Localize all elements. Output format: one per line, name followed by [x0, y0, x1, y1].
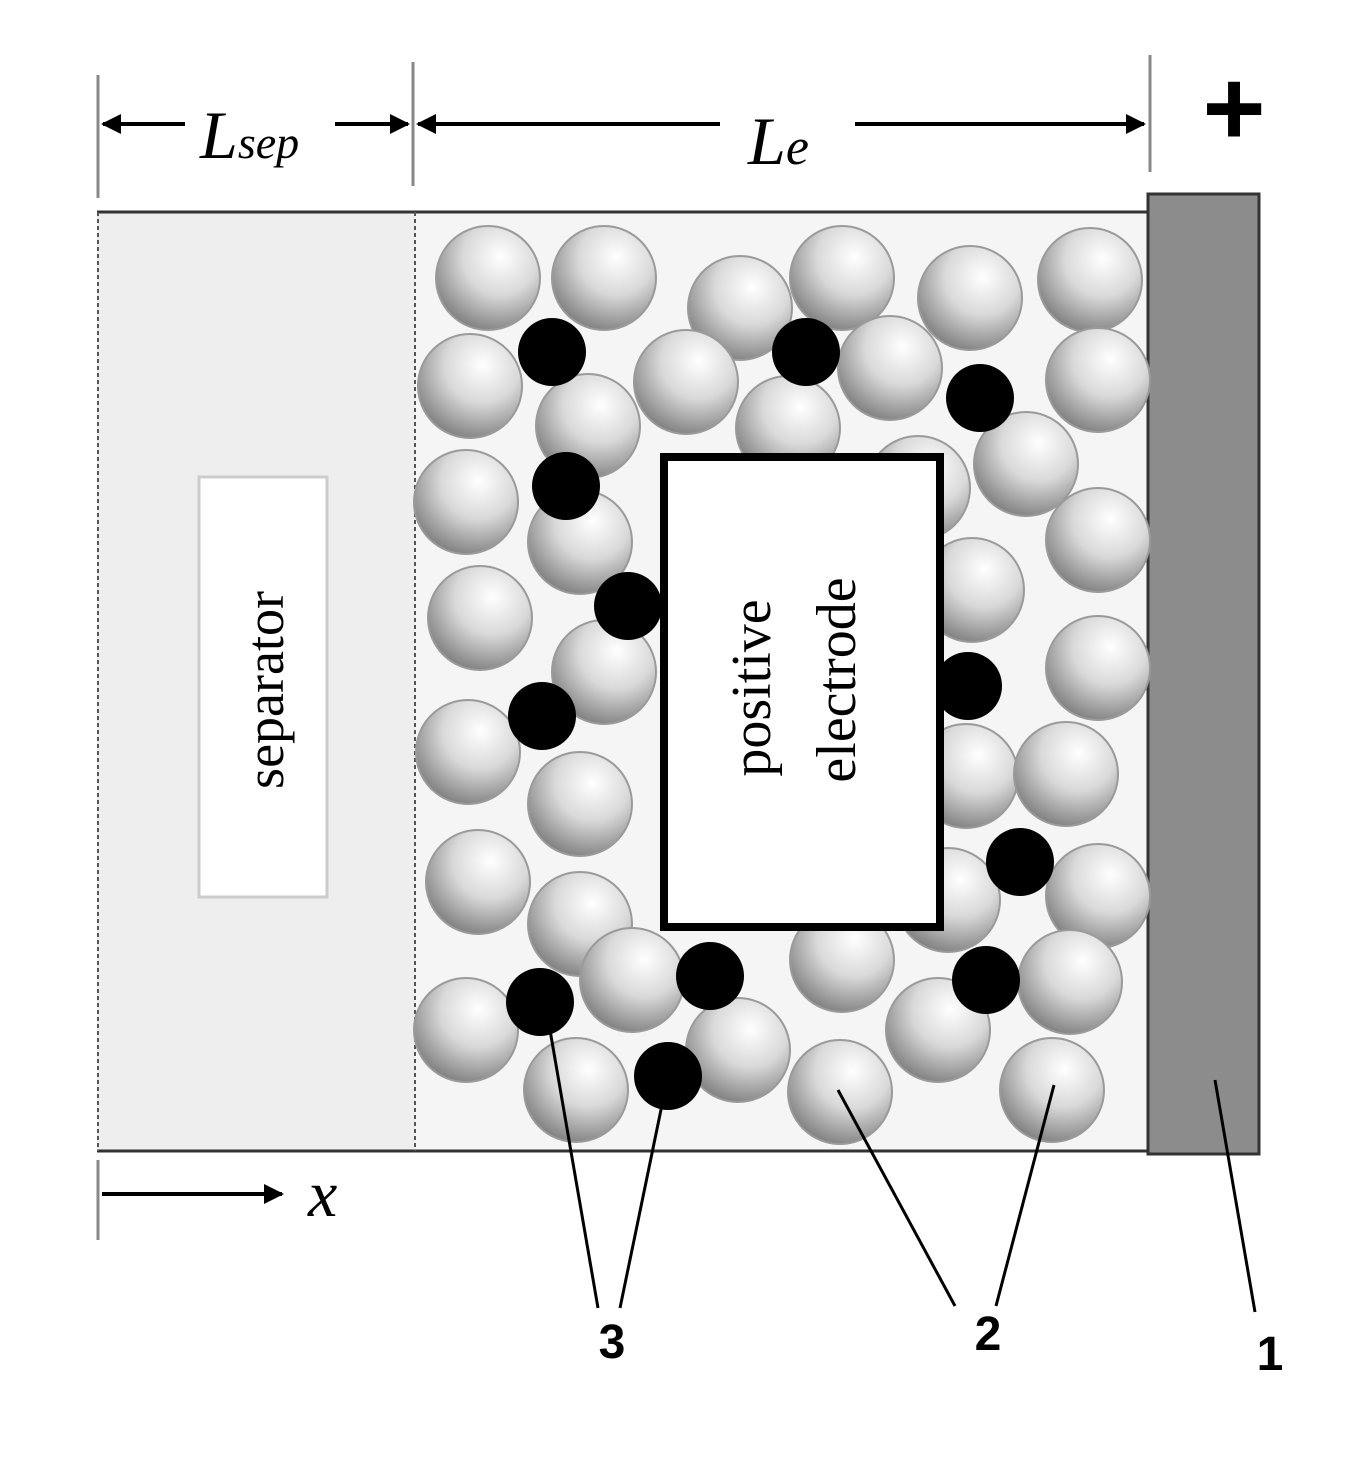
active-material-particle [413, 977, 519, 1083]
conductive-additive-particle [952, 946, 1020, 1014]
active-material-particle [633, 329, 739, 435]
callout-3-label: 3 [599, 1316, 626, 1369]
conductive-additive-particle [946, 364, 1014, 432]
active-material-particle [417, 333, 523, 439]
electrode-label-line2: electrode [806, 577, 868, 782]
active-material-particle [415, 699, 521, 805]
active-material-particle [551, 225, 657, 331]
active-material-particle [1013, 721, 1119, 827]
conductive-additive-particle [508, 682, 576, 750]
active-material-particle [1037, 227, 1143, 333]
active-material-particle [1017, 929, 1123, 1035]
active-material-particle [523, 1037, 629, 1143]
callout-2-label: 2 [975, 1308, 1002, 1361]
active-material-particle [685, 997, 791, 1103]
callout-2-leader-b [994, 1084, 1056, 1307]
positive-terminal-sign: + [1202, 47, 1265, 168]
callout-3-leader-b [618, 1099, 665, 1309]
le-label: Le [747, 103, 809, 179]
active-material-particle [917, 245, 1023, 351]
conductive-additive-particle [532, 452, 600, 520]
current-collector [1146, 192, 1261, 1156]
active-material-particle [435, 225, 541, 331]
separator-label: separator [235, 591, 295, 789]
active-material-particle [579, 927, 685, 1033]
callout-1-leader [1213, 1079, 1257, 1313]
x-axis-label: x [307, 1158, 337, 1231]
conductive-additive-particle [986, 828, 1054, 896]
active-material-particle [1045, 615, 1151, 721]
conductive-additive-particles [506, 318, 1054, 1110]
active-material-particle [1045, 327, 1151, 433]
separator-label-box [197, 475, 329, 899]
active-material-particle [687, 255, 793, 361]
active-material-particle [425, 829, 531, 935]
active-material-particle [837, 315, 943, 421]
callout-2-leader-a [836, 1089, 957, 1307]
callout-3-leader-a [548, 1029, 600, 1309]
conductive-additive-particle [772, 318, 840, 386]
active-material-particle [1045, 487, 1151, 593]
conductive-additive-particle [506, 968, 574, 1036]
active-material-particle [973, 411, 1079, 517]
active-material-particle [413, 449, 519, 555]
conductive-additive-particle [594, 572, 662, 640]
conductive-additive-particle [634, 1042, 702, 1110]
conductive-additive-particle [676, 942, 744, 1010]
active-material-particle [527, 751, 633, 857]
electrode-label-box [660, 453, 944, 931]
active-material-particle [789, 225, 895, 331]
electrode-label-line1: positive [721, 599, 783, 776]
lsep-label: Lsep [199, 97, 299, 173]
conductive-additive-particle [934, 652, 1002, 720]
callout-1-label: 1 [1257, 1328, 1284, 1381]
conductive-additive-particle [518, 318, 586, 386]
active-material-particle [427, 565, 533, 671]
